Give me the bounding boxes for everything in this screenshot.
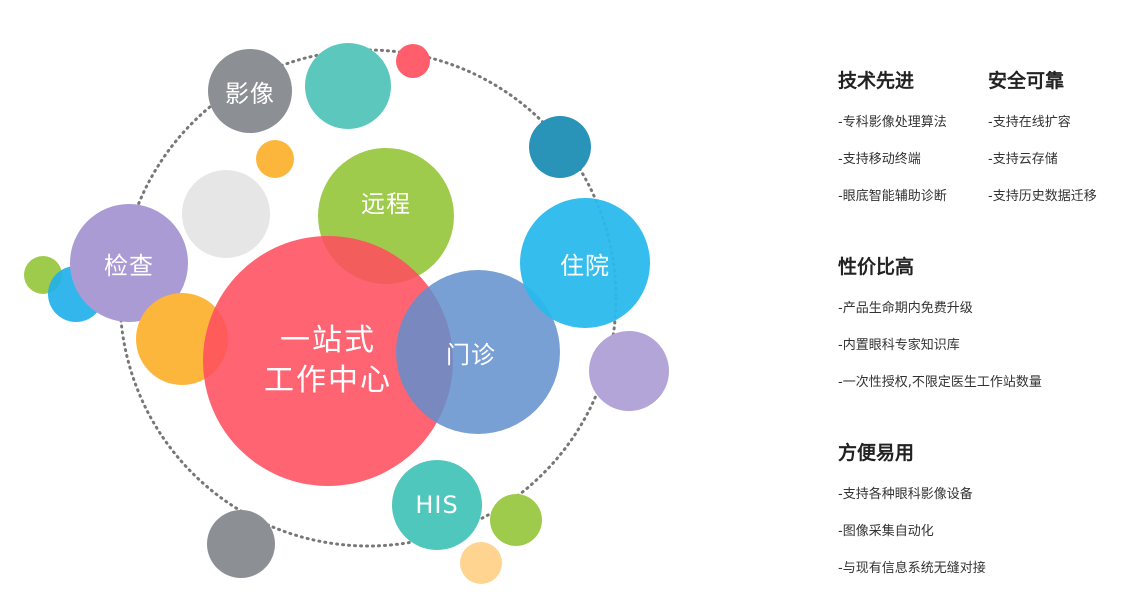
feature-list: -产品生命期内免费升级 -内置眼科专家知识库 -一次性授权,不限定医生工作站数量 (838, 301, 1042, 412)
feature-item: -一次性授权,不限定医生工作站数量 (838, 375, 1042, 390)
feature-list: -支持在线扩容 -支持云存储 -支持历史数据迁移 (988, 115, 1097, 226)
bubble-jiancha-label: 检查 (104, 251, 154, 280)
feature-tech-advanced: 技术先进 -专科影像处理算法 -支持移动终端 -眼底智能辅助诊断 (838, 66, 947, 226)
feature-item: -图像采集自动化 (838, 524, 934, 539)
feature-item: -内置眼科专家知识库 (838, 338, 960, 353)
feature-item: -支持在线扩容 (988, 115, 1071, 130)
feature-title: 方便易用 (838, 442, 915, 464)
feature-cost-effective: 性价比高 -产品生命期内免费升级 -内置眼科专家知识库 -一次性授权,不限定医生… (838, 252, 1042, 412)
bubble-center-line2: 工作中心 (264, 363, 392, 398)
bubble-his-label: HIS (415, 491, 459, 519)
feature-item: -支持云存储 (988, 152, 1058, 167)
feature-list: -专科影像处理算法 -支持移动终端 -眼底智能辅助诊断 (838, 115, 947, 226)
bubble-yingxiang: 影像 (208, 49, 292, 133)
feature-item: -专科影像处理算法 (838, 115, 947, 130)
decor-bubble-peach (460, 542, 502, 584)
feature-safe-reliable: 安全可靠 -支持在线扩容 -支持云存储 -支持历史数据迁移 (988, 66, 1097, 226)
decor-bubble-teal-top (305, 43, 391, 129)
feature-item: -支持各种眼科影像设备 (838, 487, 973, 502)
feature-title: 性价比高 (838, 256, 915, 278)
bubble-yingxiang-label: 影像 (225, 79, 275, 108)
feature-list: -支持各种眼科影像设备 -图像采集自动化 -与现有信息系统无缝对接 (838, 487, 986, 598)
feature-item: -眼底智能辅助诊断 (838, 189, 947, 204)
bubble-zhuyuan: 住院 (520, 198, 650, 328)
decor-bubble-lavender (589, 331, 669, 411)
bubble-zhuyuan-label: 住院 (560, 251, 610, 280)
feature-title: 安全可靠 (988, 70, 1065, 92)
feature-item: -产品生命期内免费升级 (838, 301, 973, 316)
bubble-menzhen-label: 门诊 (446, 340, 496, 369)
bubble-yuancheng-label: 远程 (361, 189, 411, 218)
decor-bubble-grey-bottom (207, 510, 275, 578)
bubble-diagram: 影像 检查 远程 一站式 工作中心 门诊 住院 HIS (24, 43, 669, 584)
feature-item: -与现有信息系统无缝对接 (838, 561, 986, 576)
feature-item: -支持历史数据迁移 (988, 189, 1097, 204)
decor-bubble-red-small (396, 44, 430, 78)
feature-title: 技术先进 (838, 70, 915, 92)
bubble-center-line1: 一站式 (280, 323, 376, 358)
decor-bubble-darkblue (529, 116, 591, 178)
decor-bubble-lime-bottom (490, 494, 542, 546)
bubble-his: HIS (392, 460, 482, 550)
decor-bubble-orange-small (256, 140, 294, 178)
feature-item: -支持移动终端 (838, 152, 921, 167)
decor-bubble-grey-light (182, 170, 270, 258)
feature-easy-to-use: 方便易用 -支持各种眼科影像设备 -图像采集自动化 -与现有信息系统无缝对接 (838, 438, 986, 598)
